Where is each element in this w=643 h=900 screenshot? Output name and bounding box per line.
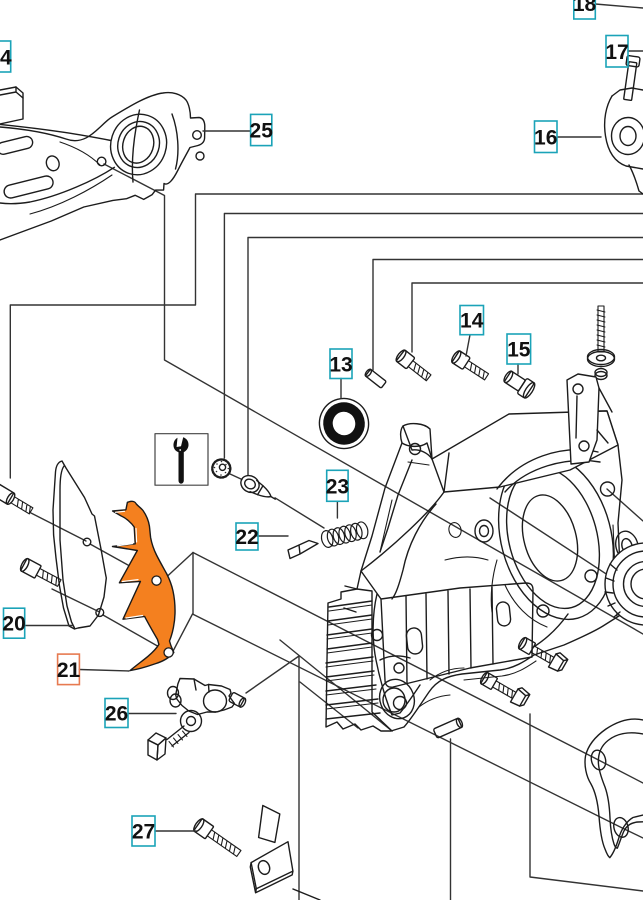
svg-text:13: 13	[329, 353, 352, 376]
svg-text:27: 27	[132, 821, 155, 844]
svg-text:20: 20	[2, 613, 25, 636]
svg-text:23: 23	[326, 475, 349, 498]
svg-text:17: 17	[605, 41, 628, 64]
svg-text:4: 4	[0, 47, 12, 70]
svg-text:22: 22	[235, 526, 258, 549]
svg-text:14: 14	[460, 310, 484, 333]
svg-text:15: 15	[507, 339, 531, 362]
svg-text:16: 16	[534, 126, 557, 149]
svg-text:25: 25	[250, 120, 274, 143]
svg-text:18: 18	[573, 0, 597, 16]
svg-text:21: 21	[57, 659, 81, 682]
svg-text:26: 26	[105, 703, 128, 726]
